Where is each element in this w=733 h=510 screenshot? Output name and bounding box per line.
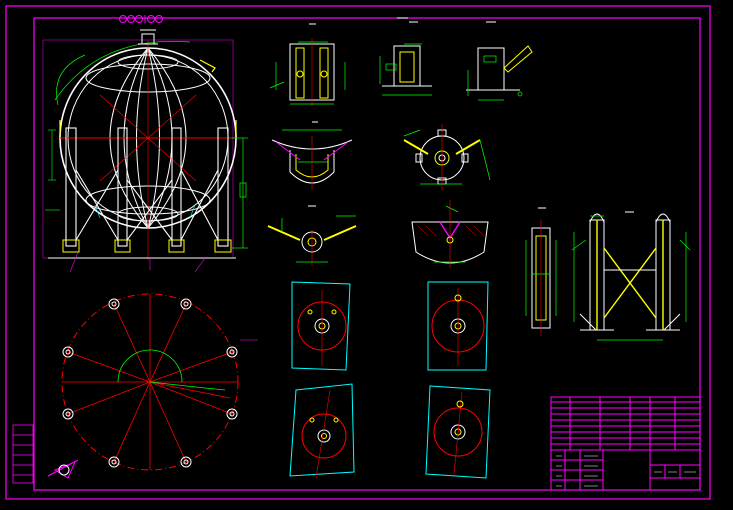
- section-a: [271, 121, 353, 190]
- plate-2: [427, 281, 489, 371]
- sphere-plan-view: [47, 293, 258, 479]
- section-d: [411, 200, 489, 268]
- north-arrow-icon: [47, 459, 79, 479]
- title-block: [550, 396, 701, 491]
- plate-3: [289, 383, 355, 479]
- column-front-view: [571, 211, 691, 341]
- plate-1: [291, 281, 351, 371]
- title-block-lettering: [556, 455, 696, 487]
- detail-bracket: [466, 21, 533, 101]
- sphere-elevation-view: [42, 15, 248, 273]
- detail-plate: [379, 21, 432, 96]
- detail-support-top: [269, 23, 346, 106]
- column-side-view: [525, 207, 557, 336]
- binding-strip: [12, 424, 34, 484]
- section-b: [403, 124, 491, 190]
- plate-4: [425, 385, 491, 479]
- drawing-frame: [5, 5, 711, 500]
- section-c: [267, 205, 357, 266]
